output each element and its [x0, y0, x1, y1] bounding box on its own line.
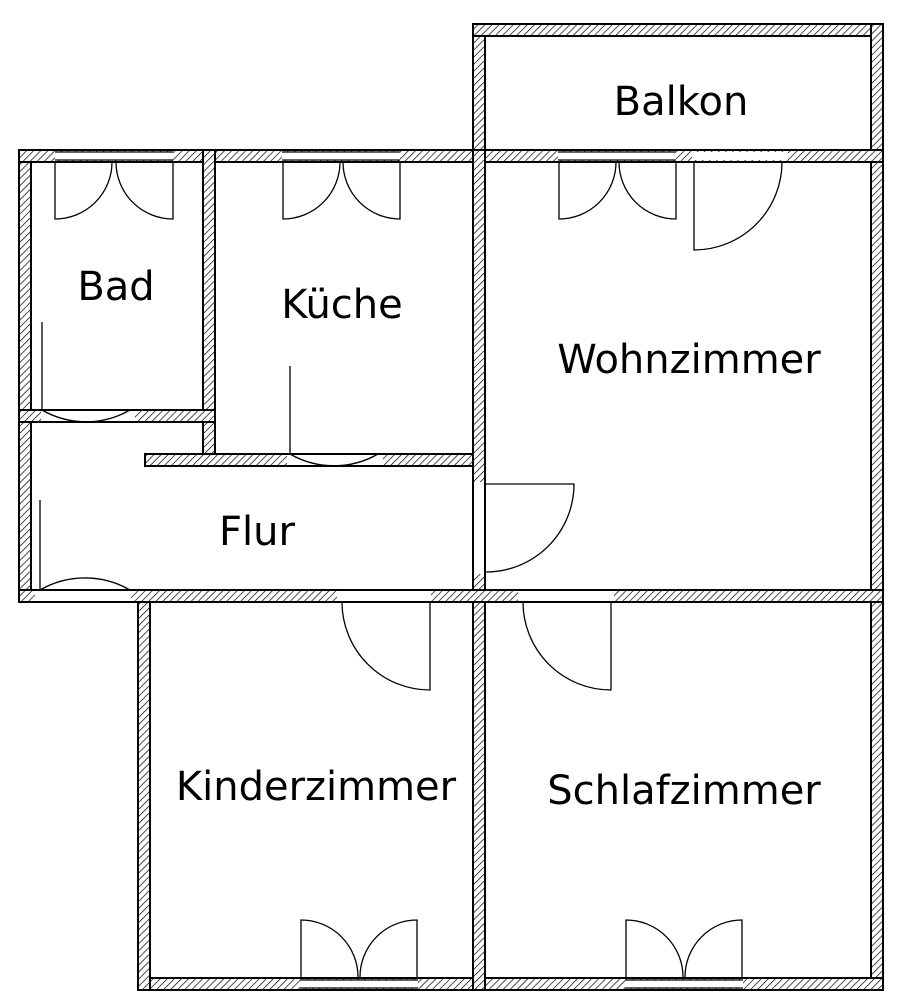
outer-wall-right — [870, 23, 884, 991]
window-kueche — [282, 152, 400, 160]
doors — [39, 161, 783, 979]
door-balcony-swing — [693, 161, 783, 251]
window-wohnzimmer-casement — [558, 161, 677, 220]
door-gap-kueche — [287, 455, 383, 465]
window-schlafzimmer — [625, 980, 743, 988]
door-schlafzimmer-swing — [522, 601, 612, 691]
window-bad-casement — [54, 161, 174, 220]
outer-wall-balcony-top — [472, 23, 884, 37]
label-flur: Flur — [219, 509, 295, 555]
window-schlafzimmer-casement — [625, 919, 743, 979]
door-kueche-swing — [289, 366, 379, 467]
window-frames — [55, 151, 743, 989]
door-gap-wohnzimmer — [474, 482, 484, 574]
window-bad — [55, 152, 173, 160]
door-gap-entrance — [35, 591, 131, 601]
window-kinderzimmer — [300, 980, 418, 988]
wall-middle-horizontal — [18, 589, 884, 603]
door-kinderzimmer-swing — [341, 601, 431, 691]
window-kueche-casement — [282, 161, 401, 220]
walls — [18, 23, 884, 991]
door-gap-kinderzimmer — [337, 591, 431, 601]
label-balkon: Balkon — [614, 79, 749, 125]
window-kinderzimmer-casement — [300, 919, 418, 979]
door-wohnzimmer-swing — [485, 483, 575, 573]
label-bad: Bad — [77, 264, 154, 310]
outer-wall-balcony-left — [472, 23, 486, 163]
door-bad-swing — [41, 322, 131, 423]
room-labels: Balkon Bad Küche Wohnzimmer Flur Kinderz… — [77, 79, 821, 814]
label-kueche: Küche — [281, 282, 403, 328]
door-gap-balcony — [692, 152, 788, 160]
outer-wall-bottom-left — [137, 589, 151, 991]
label-wohnzimmer: Wohnzimmer — [557, 337, 821, 383]
label-kinderzimmer: Kinderzimmer — [176, 764, 457, 810]
outer-wall-left — [18, 149, 32, 603]
door-gap-schlafzimmer — [518, 591, 614, 601]
door-gap-bad — [41, 411, 135, 421]
door-entrance-swing — [39, 500, 131, 592]
wall-balcony-bottom — [472, 149, 884, 163]
outer-wall-bottom — [137, 977, 884, 991]
openings — [35, 152, 788, 988]
window-wohnzimmer — [558, 152, 676, 160]
label-schlafzimmer: Schlafzimmer — [547, 768, 821, 814]
